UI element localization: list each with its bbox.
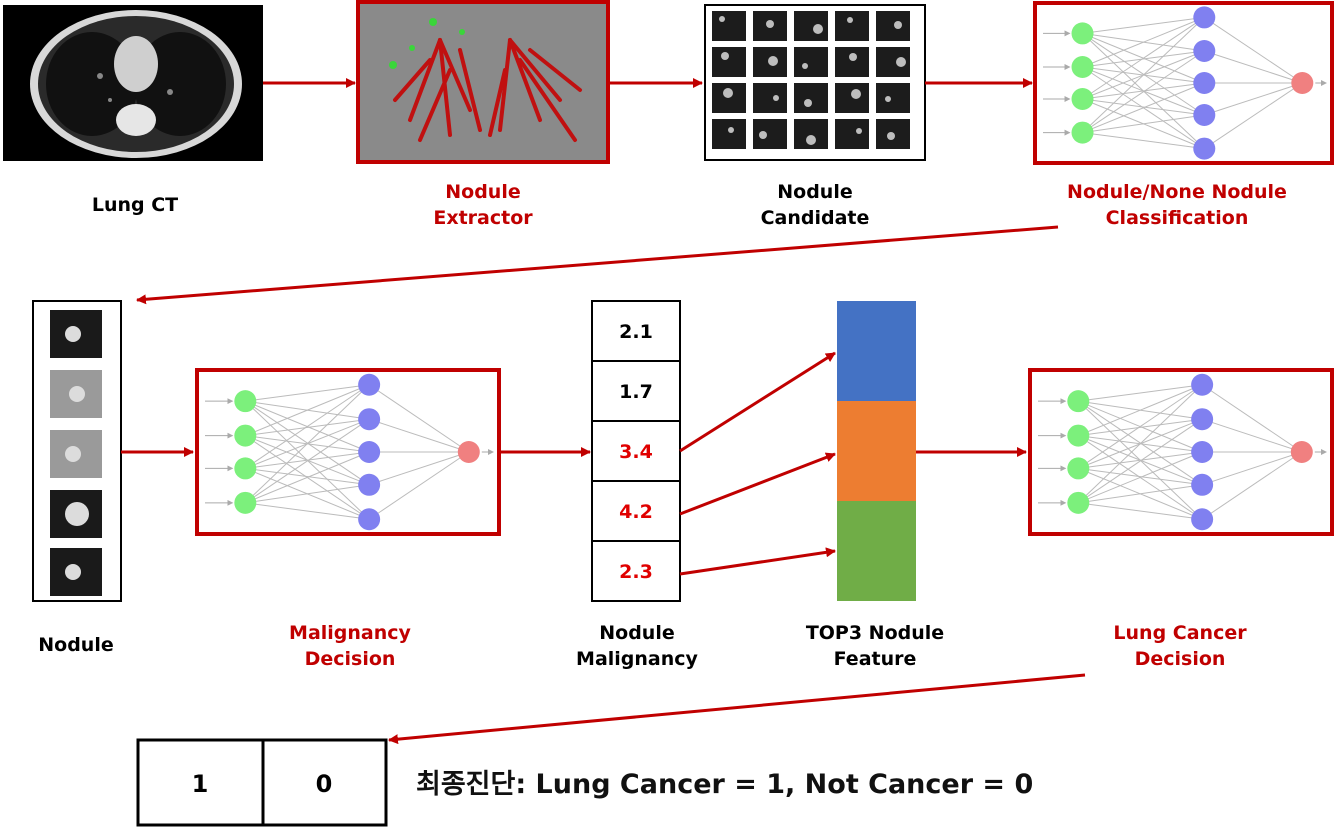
top3-feature-segment bbox=[837, 501, 916, 601]
label-candidate-2: Candidate bbox=[760, 207, 870, 229]
top3-feature-segment bbox=[837, 401, 916, 501]
candidate-thumbnail bbox=[753, 83, 787, 113]
hidden-node bbox=[1191, 373, 1214, 396]
hidden-node bbox=[1191, 508, 1214, 531]
label-top3-2: Feature bbox=[833, 648, 917, 670]
arrow-classification-to-nodule bbox=[136, 225, 1059, 305]
nodule-column bbox=[32, 300, 122, 602]
final-value-cancer: 1 bbox=[192, 770, 209, 798]
candidate-thumbnail bbox=[794, 47, 828, 77]
label-classification-1: Nodule/None Nodule bbox=[1067, 181, 1287, 203]
label-malignancy-2: Decision bbox=[304, 648, 396, 670]
nodule-extractor-image bbox=[356, 0, 610, 164]
output-node bbox=[1290, 441, 1313, 463]
candidate-thumbnail bbox=[712, 47, 746, 77]
top3-feature-bar bbox=[837, 301, 916, 601]
label-malignancy-1: Malignancy bbox=[289, 622, 411, 644]
nodule-malignancy-table: 2.1 1.7 3.4 4.2 2.3 bbox=[591, 300, 681, 602]
input-node bbox=[1067, 457, 1090, 480]
input-node bbox=[234, 457, 257, 480]
malignancy-score: 1.7 bbox=[619, 381, 653, 403]
malignancy-score: 2.3 bbox=[619, 561, 653, 583]
hidden-node bbox=[358, 408, 381, 431]
candidate-thumbnail bbox=[712, 119, 746, 149]
label-nodule-malignancy-2: Malignancy bbox=[576, 648, 698, 670]
top3-feature-segment bbox=[837, 301, 916, 401]
candidate-thumbnail bbox=[835, 119, 869, 149]
output-node bbox=[1291, 72, 1314, 94]
hidden-node bbox=[1193, 104, 1216, 126]
label-lung-ct: Lung CT bbox=[91, 194, 179, 216]
label-candidate-1: Nodule bbox=[777, 181, 853, 203]
label-nodule: Nodule bbox=[38, 634, 114, 656]
malignancy-score: 2.1 bbox=[619, 321, 653, 343]
label-classification-2: Classification bbox=[1105, 207, 1249, 229]
malignancy-network bbox=[195, 368, 501, 536]
input-node bbox=[1071, 22, 1094, 45]
candidate-thumbnail bbox=[794, 11, 828, 41]
input-node bbox=[234, 390, 257, 413]
lung-cancer-network bbox=[1028, 368, 1334, 536]
candidate-thumbnail bbox=[835, 47, 869, 77]
hidden-node bbox=[1191, 473, 1214, 496]
hidden-node bbox=[1193, 72, 1216, 94]
candidate-thumbnail bbox=[753, 119, 787, 149]
label-lung-cancer-2: Decision bbox=[1134, 648, 1226, 670]
input-node bbox=[1067, 390, 1090, 413]
hidden-node bbox=[1193, 137, 1216, 160]
final-value-not-cancer: 0 bbox=[316, 770, 333, 798]
candidate-thumbnail bbox=[876, 11, 910, 41]
input-node bbox=[1067, 491, 1090, 514]
candidate-thumbnail bbox=[835, 11, 869, 41]
label-extractor-1: Nodule bbox=[445, 181, 521, 203]
arrow-cancer-decision-to-final bbox=[388, 673, 1086, 745]
label-extractor-2: Extractor bbox=[433, 207, 533, 229]
hidden-node bbox=[1191, 441, 1214, 463]
input-node bbox=[1071, 56, 1094, 78]
candidate-thumbnail bbox=[835, 83, 869, 113]
input-node bbox=[234, 491, 257, 514]
nodule-candidate-grid bbox=[704, 4, 926, 161]
hidden-node bbox=[1191, 408, 1214, 431]
input-node bbox=[234, 424, 257, 447]
label-top3-1: TOP3 Nodule bbox=[805, 622, 945, 644]
candidate-thumbnail bbox=[876, 83, 910, 113]
candidate-thumbnail bbox=[712, 83, 746, 113]
label-nodule-malignancy-1: Nodule bbox=[599, 622, 675, 644]
candidate-thumbnail bbox=[712, 11, 746, 41]
classification-network bbox=[1033, 1, 1334, 165]
input-node bbox=[1067, 424, 1090, 447]
hidden-node bbox=[358, 441, 381, 463]
malignancy-score: 4.2 bbox=[619, 501, 653, 523]
arrow-score-4-2 bbox=[679, 452, 836, 516]
hidden-node bbox=[358, 373, 381, 396]
arrow-score-3-4 bbox=[679, 351, 836, 453]
lung-ct-image bbox=[3, 5, 263, 161]
hidden-node bbox=[358, 473, 381, 496]
hidden-node bbox=[1193, 6, 1216, 29]
malignancy-score: 3.4 bbox=[619, 441, 653, 463]
input-node bbox=[1071, 88, 1094, 110]
candidate-thumbnail bbox=[794, 83, 828, 113]
label-lung-cancer-1: Lung Cancer bbox=[1113, 622, 1247, 644]
output-node bbox=[457, 441, 480, 463]
final-decision-table: 1 0 bbox=[136, 738, 388, 827]
final-caption: 최종진단: Lung Cancer = 1, Not Cancer = 0 bbox=[416, 769, 1034, 800]
input-node bbox=[1071, 121, 1094, 144]
hidden-node bbox=[358, 508, 381, 531]
hidden-node bbox=[1193, 40, 1216, 62]
arrow-score-2-3 bbox=[679, 547, 836, 576]
